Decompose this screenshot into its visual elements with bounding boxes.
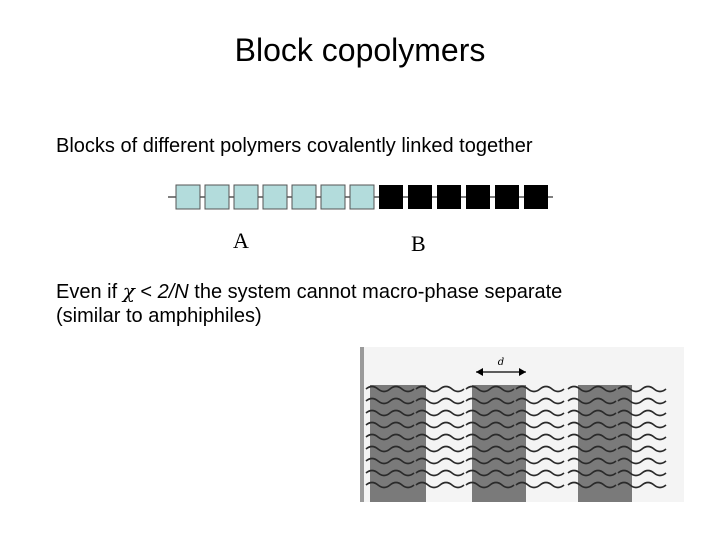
bullet2-expression: 2/N (157, 281, 189, 303)
polymer-chain-wave (365, 385, 415, 393)
monomer-a (291, 184, 317, 210)
block-a-label: A (233, 228, 249, 253)
monomer-a (262, 184, 288, 210)
polymer-chain-wave (567, 445, 617, 453)
polymer-chain-wave (617, 457, 667, 465)
polymer-chain-wave (465, 409, 515, 417)
polymer-chain-wave (617, 421, 667, 429)
period-arrowhead-right (519, 368, 526, 376)
polymer-chain-wave (365, 397, 415, 405)
polymer-chain-wave (415, 397, 465, 405)
polymer-chain-wave (465, 469, 515, 477)
monomer-a (233, 184, 259, 210)
polymer-chain-wave (365, 409, 415, 417)
period-arrowhead-left (476, 368, 483, 376)
monomer-b (379, 185, 403, 209)
polymer-chain-wave (515, 445, 565, 453)
polymer-chain-wave (515, 469, 565, 477)
polymer-chain-wave (465, 457, 515, 465)
bullet2-prefix: Even if (56, 281, 123, 303)
monomer-b (466, 185, 490, 209)
polymer-chain-wave (567, 421, 617, 429)
polymer-chain-wave (617, 385, 667, 393)
polymer-chain-wave (415, 457, 465, 465)
polymer-chain-wave (465, 421, 515, 429)
period-label: d (498, 357, 504, 368)
polymer-chain-wave (515, 385, 565, 393)
figure-edge (360, 347, 364, 502)
polymer-chain-wave (415, 385, 465, 393)
polymer-chain-wave (415, 445, 465, 453)
polymer-chain-wave (567, 457, 617, 465)
bullet2-middle: < (134, 281, 158, 303)
polymer-chain-wave (415, 421, 465, 429)
monomer-a (175, 184, 201, 210)
monomer-a (204, 184, 230, 210)
polymer-chain-wave (465, 481, 515, 489)
polymer-chain-wave (365, 433, 415, 441)
polymer-chain-wave (515, 481, 565, 489)
polymer-chain-wave (515, 433, 565, 441)
chi-symbol: χ (122, 279, 135, 303)
polymer-chain-wave (365, 481, 415, 489)
bullet2-line2: (similar to amphiphiles) (56, 305, 262, 327)
polymer-chain-wave (465, 445, 515, 453)
polymer-chain-wave (567, 397, 617, 405)
polymer-chain-wave (465, 385, 515, 393)
bullet-block-definition: Blocks of different polymers covalently … (56, 135, 533, 157)
polymer-chain-wave (465, 397, 515, 405)
polymer-chain-wave (365, 421, 415, 429)
polymer-chain-wave (617, 433, 667, 441)
polymer-chain-wave (415, 409, 465, 417)
polymer-chain-wave (515, 421, 565, 429)
bullet-phase-separation: Even if χ < 2/N the system cannot macro-… (56, 279, 562, 328)
polymer-chain-wave (617, 445, 667, 453)
polymer-chain-wave (567, 481, 617, 489)
monomer-b (524, 185, 548, 209)
polymer-chain-wave (617, 409, 667, 417)
polymer-chain-wave (415, 481, 465, 489)
polymer-chain-wave (415, 469, 465, 477)
polymer-chain-wave (515, 397, 565, 405)
polymer-chain-wave (365, 469, 415, 477)
polymer-chain-wave (515, 457, 565, 465)
monomer-b (437, 185, 461, 209)
polymer-chain-wave (617, 397, 667, 405)
bullet2-suffix: the system cannot macro-phase separate (188, 281, 563, 303)
block-b-label: B (411, 231, 426, 256)
lamellar-phase-figure: d (360, 347, 684, 502)
polymer-chain-wave (567, 433, 617, 441)
monomer-b (495, 185, 519, 209)
polymer-chain-wave (567, 469, 617, 477)
polymer-chain-wave (567, 409, 617, 417)
polymer-chain-wave (465, 433, 515, 441)
slide-title: Block copolymers (234, 32, 486, 68)
monomer-a (349, 184, 375, 210)
monomer-a (320, 184, 346, 210)
polymer-chain-wave (415, 433, 465, 441)
block-copolymer-chain (168, 184, 553, 210)
polymer-chain-wave (515, 409, 565, 417)
polymer-chain-wave (617, 481, 667, 489)
polymer-chain-wave (365, 457, 415, 465)
monomer-b (408, 185, 432, 209)
polymer-chain-wave (365, 445, 415, 453)
polymer-chain-wave (567, 385, 617, 393)
polymer-chain-wave (617, 469, 667, 477)
